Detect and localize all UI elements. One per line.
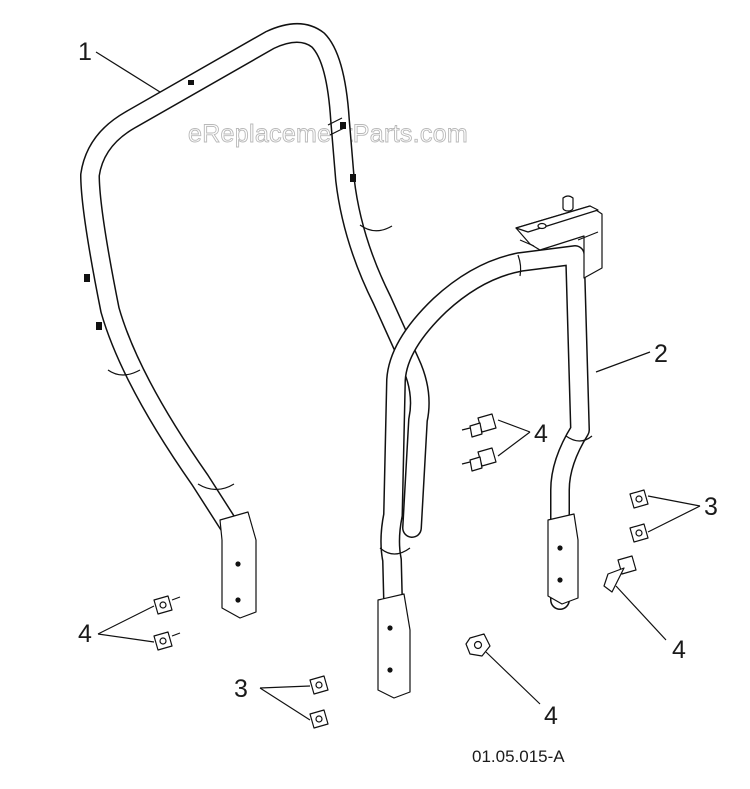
bolt: [309, 709, 329, 729]
part-1-frame: [80, 23, 430, 619]
callout-4-left: 4: [78, 620, 92, 648]
callout-4-center: 4: [534, 420, 548, 448]
bolt: [629, 523, 649, 543]
hardware: [153, 413, 649, 729]
callout-4-right: 4: [672, 636, 686, 664]
bolt: [461, 447, 497, 472]
fitting: [603, 555, 637, 593]
drawing-code: 01.05.015-A: [472, 747, 565, 766]
bolt: [309, 675, 329, 695]
callout-1: 1: [78, 38, 92, 66]
leader-lines: [95, 51, 701, 721]
nut: [465, 633, 491, 657]
watermark-text: eReplacementParts.com: [188, 120, 468, 148]
callout-3-right: 3: [704, 493, 718, 521]
callout-2: 2: [654, 340, 668, 368]
part-2-frame: [377, 195, 603, 699]
bolt: [461, 413, 497, 438]
callout-4-bottom: 4: [544, 702, 558, 730]
bolt: [629, 489, 649, 509]
callout-3-left: 3: [234, 675, 248, 703]
bolt: [153, 631, 181, 651]
bolt: [153, 595, 181, 615]
